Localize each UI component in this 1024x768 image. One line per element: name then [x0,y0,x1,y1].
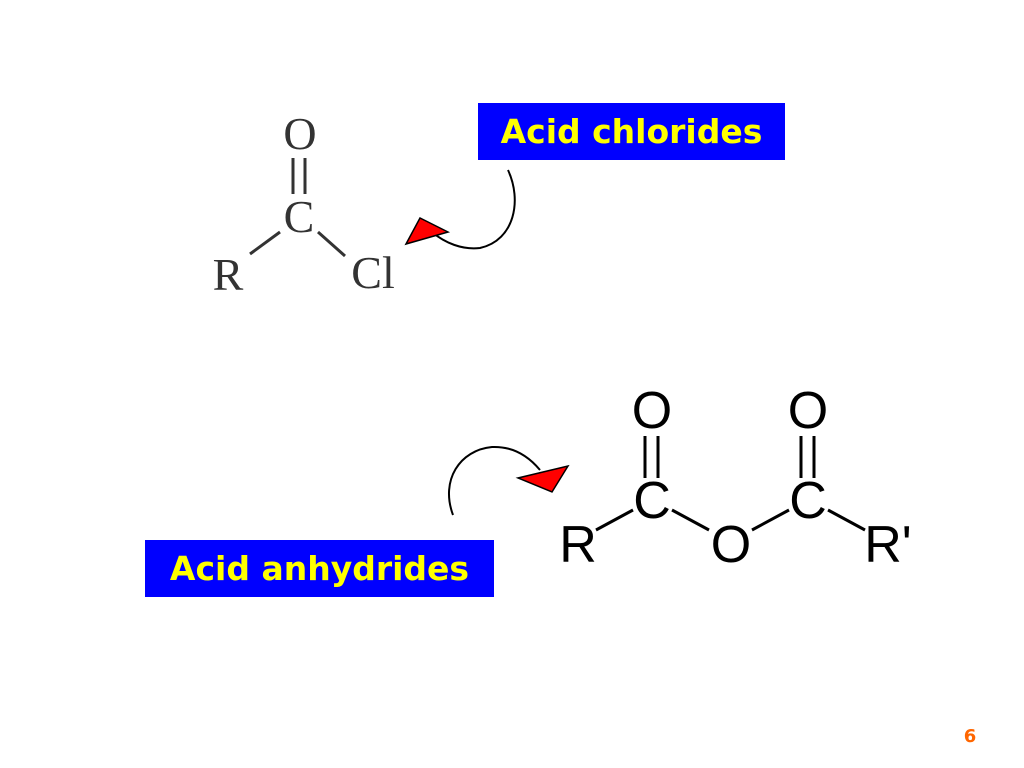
acid-chloride-oxygen: O [283,108,316,159]
acid-chloride-bond-cl [317,230,346,258]
anhydride-bridge-oxygen: O [711,516,751,574]
anhydride-bond-right-o [751,508,790,532]
acid-anhydrides-label: Acid anhydrides [145,540,494,597]
anhydride-left-r-group: R [559,516,597,574]
acid-chloride-structure: O C R Cl [213,108,395,300]
acid-chloride-bond-r [249,230,281,256]
acid-anhydride-arrow [448,445,570,516]
acid-chloride-arrow [404,169,516,250]
anhydride-left-oxygen: O [632,382,672,440]
anhydride-right-r-group: R' [864,516,911,574]
page-number: 6 [963,726,977,747]
anhydride-left-carbon: C [633,472,671,530]
acid-chloride-arrow-shaft [431,169,516,250]
anhydride-bond-left-r [595,508,634,532]
acid-chloride-arrow-head [404,217,451,246]
acid-chloride-r-group: R [213,249,244,300]
anhydride-right-carbon: C [789,472,827,530]
anhydride-bond-left-o [671,508,710,532]
acid-anhydride-arrow-head [515,464,570,493]
acid-anhydride-arrow-shaft [448,445,541,516]
anhydride-right-oxygen: O [788,382,828,440]
acid-chloride-carbon: C [284,191,315,242]
anhydride-bond-right-r [827,508,866,532]
acid-chloride-chlorine: Cl [351,247,394,298]
acid-chlorides-label: Acid chlorides [478,103,785,160]
acid-anhydride-structure: O O C C O R R' [559,382,912,574]
